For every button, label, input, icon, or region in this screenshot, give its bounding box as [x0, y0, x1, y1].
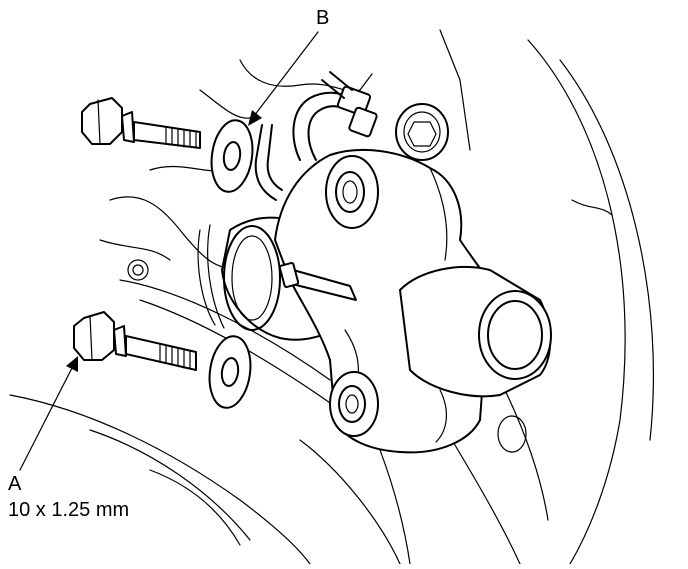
lower-guide-pin-boss — [329, 371, 379, 437]
upper-mounting-bolt — [81, 97, 201, 149]
callout-a-letter: A — [8, 473, 22, 495]
callout-b-letter: B — [316, 7, 329, 29]
callout-b-leader — [248, 31, 319, 126]
hex-socket-bolt — [395, 103, 449, 161]
upper-washer — [210, 119, 254, 193]
brake-pipe — [254, 124, 283, 201]
upper-guide-pin-boss — [325, 155, 379, 229]
callout-a-spec: 10 x 1.25 mm — [8, 499, 129, 521]
callout-a-leader — [19, 356, 78, 471]
lower-washer — [208, 335, 252, 409]
bleeder-screw — [278, 262, 357, 301]
lower-mounting-bolt — [73, 311, 197, 371]
brake-hose — [292, 71, 378, 161]
cylinder-boss — [399, 265, 552, 398]
